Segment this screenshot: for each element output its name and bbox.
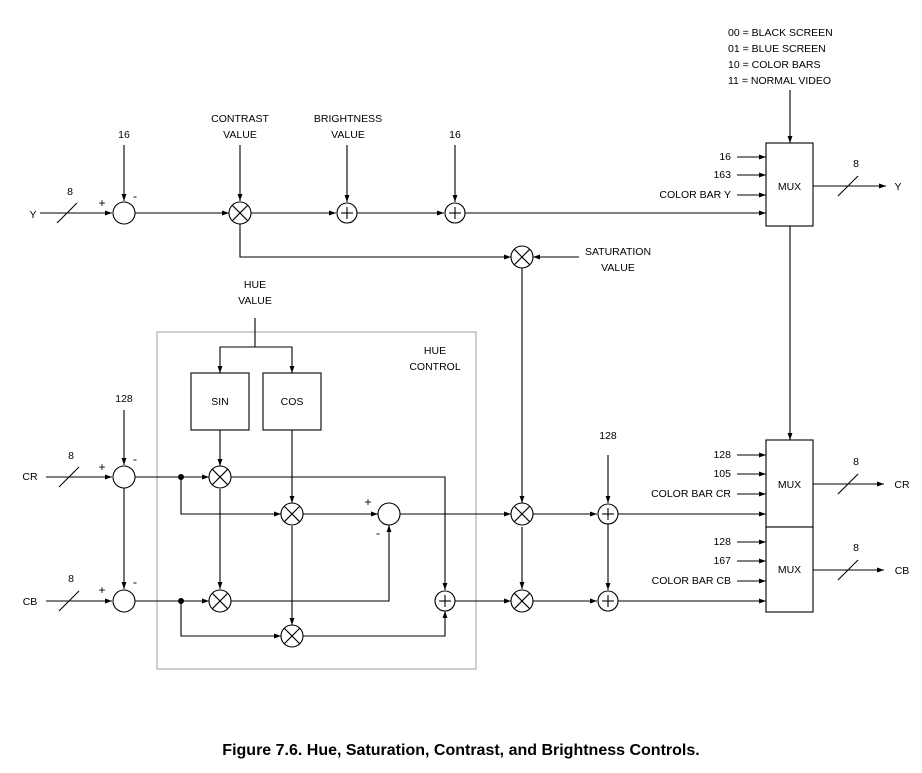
cb-cos-to-adder-wire [303, 611, 448, 637]
cb-sum-minus: - [133, 575, 137, 589]
y-post-offset-adder [444, 202, 466, 224]
mux-cr-input-2: COLOR BAR CR [651, 488, 731, 500]
y-offset-label: 16 [118, 129, 130, 141]
mode-legend-2: 10 = COLOR BARS [728, 59, 821, 71]
mux-cr-input-1: 105 [713, 468, 731, 480]
cr-saturation-multiplier [510, 502, 534, 526]
cb-input-label: CB [23, 596, 38, 608]
cr-sin-to-cb-adder-wire [231, 476, 448, 590]
cr-output-label: CR [894, 479, 910, 491]
cr-hue-sum-minus: - [376, 526, 380, 540]
brightness-adder [336, 202, 358, 224]
brightness-label-1: BRIGHTNESS [314, 113, 382, 125]
mux-cb [765, 526, 814, 613]
y-sum-minus: - [133, 189, 137, 203]
figure-caption: Figure 7.6. Hue, Saturation, Contrast, a… [222, 742, 699, 759]
saturation-label-1: SATURATION [585, 246, 651, 258]
y-bus-slash [56, 202, 78, 224]
y-sum-plus: + [98, 196, 105, 210]
cb-saturation-multiplier [510, 589, 534, 613]
cr-offset-subtractor [112, 465, 136, 489]
cr-bus-width: 8 [68, 450, 74, 462]
cb-output-bus-slash [837, 559, 859, 581]
cb-sin-to-subtractor-wire [231, 525, 392, 602]
mux-y [765, 142, 814, 227]
y-bus-width: 8 [67, 186, 73, 198]
contrast-label-2: VALUE [223, 129, 257, 141]
cb-to-cos-mult-wire [180, 601, 281, 639]
hue-to-sin-wire [217, 318, 256, 373]
mux-cr-input-0: 128 [713, 449, 731, 461]
cr-sin-multiplier [208, 465, 232, 489]
cos-block [262, 372, 322, 431]
cb-sin-multiplier [208, 589, 232, 613]
y-output-bus-slash [837, 175, 859, 197]
cr-offset-label: 128 [115, 393, 133, 405]
y-offset-subtractor [112, 201, 136, 225]
y-output-bus-width: 8 [853, 158, 859, 170]
cr-post-offset-adder [597, 503, 619, 525]
mode-legend-1: 01 = BLUE SCREEN [728, 43, 826, 55]
mux-cr-label: MUX [778, 479, 801, 491]
hue-control-label-1: HUE [424, 345, 446, 357]
cb-sum-plus: + [98, 583, 105, 597]
cr-bus-slash [58, 466, 80, 488]
mux-cb-label: MUX [778, 564, 801, 576]
cr-hue-subtractor [377, 502, 401, 526]
cr-sum-minus: - [133, 452, 137, 466]
saturation-multiplier [510, 245, 534, 269]
cr-input-label: CR [22, 471, 38, 483]
saturation-label-2: VALUE [601, 262, 635, 274]
mux-y-input-1: 163 [713, 169, 731, 181]
sin-label: SIN [211, 396, 229, 408]
cb-bus-slash [58, 590, 80, 612]
cb-post-offset-adder [597, 590, 619, 612]
y-post-offset-label: 16 [449, 129, 461, 141]
mux-y-input-2: COLOR BAR Y [659, 189, 731, 201]
contrast-to-saturation-wire [239, 224, 511, 260]
mux-y-label: MUX [778, 181, 801, 193]
hue-to-cos-wire [255, 346, 295, 373]
cos-label: COS [281, 396, 304, 408]
y-output-label: Y [894, 181, 901, 193]
contrast-label-1: CONTRAST [211, 113, 269, 125]
hue-control-label-2: CONTROL [409, 361, 460, 373]
cb-bus-width: 8 [68, 573, 74, 585]
cb-offset-subtractor [112, 589, 136, 613]
hue-label-1: HUE [244, 279, 266, 291]
chroma-offset-label: 128 [599, 430, 617, 442]
cb-output-bus-width: 8 [853, 542, 859, 554]
mode-legend-3: 11 = NORMAL VIDEO [728, 75, 831, 87]
contrast-multiplier [228, 201, 252, 225]
cr-hue-sum-plus: + [364, 495, 371, 509]
mux-cb-input-0: 128 [713, 536, 731, 548]
mux-cr [765, 439, 814, 528]
mux-cb-input-2: COLOR BAR CB [652, 575, 731, 587]
mux-y-input-0: 16 [719, 151, 731, 163]
hue-label-2: VALUE [238, 295, 272, 307]
cb-output-label: CB [895, 565, 910, 577]
y-input-label: Y [29, 209, 36, 221]
cr-output-bus-width: 8 [853, 456, 859, 468]
cb-cos-multiplier [280, 624, 304, 648]
cr-cos-multiplier [280, 502, 304, 526]
mux-cb-input-1: 167 [713, 555, 731, 567]
brightness-label-2: VALUE [331, 129, 365, 141]
cr-sum-plus: + [98, 460, 105, 474]
mode-legend-0: 00 = BLACK SCREEN [728, 27, 833, 39]
hue-control-box [156, 331, 477, 670]
sin-block [190, 372, 250, 431]
cb-hue-adder [434, 590, 456, 612]
cr-output-bus-slash [837, 473, 859, 495]
cr-to-cos-mult-wire [180, 477, 281, 517]
